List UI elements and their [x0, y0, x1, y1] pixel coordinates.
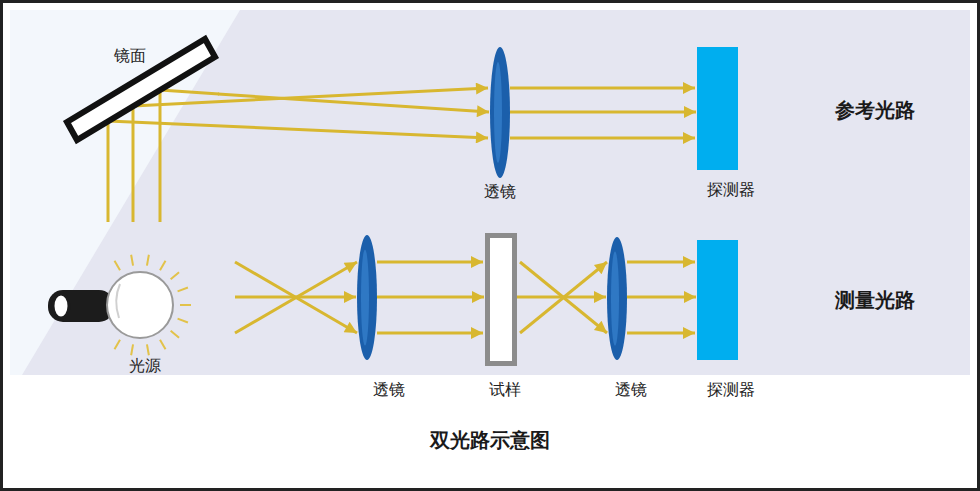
lens: 透镜 [607, 237, 627, 360]
socket-cap [53, 294, 69, 318]
lens-shape [490, 47, 510, 178]
panel [10, 10, 970, 375]
light-ray-connector [377, 296, 484, 299]
light-ray-connector [510, 111, 696, 114]
glow-line [178, 319, 188, 323]
light-ray [235, 262, 357, 333]
lens-highlight [361, 249, 369, 345]
diagram-title: 双光路示意图 [430, 427, 550, 454]
lens-shape [357, 235, 377, 360]
light-source: 光源 [45, 262, 235, 346]
part-label: 透镜 [615, 380, 647, 399]
lens-shape [490, 47, 510, 178]
part-label: 镜面 [114, 46, 146, 65]
lens-shape [357, 235, 377, 360]
lens-shape [607, 237, 627, 360]
part-label: 光源 [129, 356, 161, 375]
light-ray [377, 332, 483, 335]
part-label: 探测器 [707, 180, 755, 199]
glow-line [131, 344, 133, 355]
lens: 透镜 [357, 235, 377, 360]
detector: 探测器 [697, 240, 738, 360]
light-ray [627, 261, 695, 264]
lens-highlight [611, 251, 619, 346]
light-ray [108, 121, 488, 138]
light-ray [627, 332, 695, 335]
path-name: 测量光路 [835, 287, 915, 314]
light-ray [510, 87, 695, 90]
glow-line [147, 344, 149, 355]
light-ray-connector [627, 296, 696, 299]
part-label: 探测器 [707, 380, 755, 399]
glow-line [131, 255, 133, 266]
light-ray-connector [235, 296, 356, 299]
light-ray [377, 261, 483, 264]
mirror: 镜面 [62, 36, 218, 142]
glow-line [115, 340, 121, 350]
part-label: 试样 [489, 380, 521, 399]
glow-line [171, 331, 179, 338]
glow-line [180, 304, 191, 306]
light-band [10, 10, 240, 375]
light-ray-connector [218, 94, 489, 112]
lens: 透镜 [490, 47, 510, 178]
light-ray [133, 88, 488, 106]
glow-line [178, 288, 188, 292]
light-ray [132, 107, 135, 222]
glow-line [147, 255, 149, 266]
detector: 探测器 [697, 47, 738, 170]
lens-highlight [494, 62, 502, 163]
light-ray [235, 262, 357, 333]
light-source-shape [45, 262, 235, 346]
glow-line [160, 261, 166, 271]
sample: 试样 [485, 233, 517, 366]
glow-line [160, 340, 166, 350]
light-ray [159, 91, 162, 222]
light-ray-connector [517, 296, 606, 299]
bulb-shine [116, 284, 120, 318]
glow-line [115, 261, 121, 271]
light-ray [107, 122, 110, 222]
light-rays [108, 88, 695, 333]
light-ray [160, 90, 219, 94]
light-ray [510, 137, 695, 140]
bulb-socket [48, 290, 114, 322]
part-label: 透镜 [484, 182, 516, 201]
mirror-shape [67, 39, 215, 140]
part-label: 透镜 [373, 380, 405, 399]
lens-shape [607, 237, 627, 360]
path-name: 参考光路 [835, 97, 915, 124]
bulb-glass [107, 272, 173, 338]
glow-line [171, 272, 179, 279]
